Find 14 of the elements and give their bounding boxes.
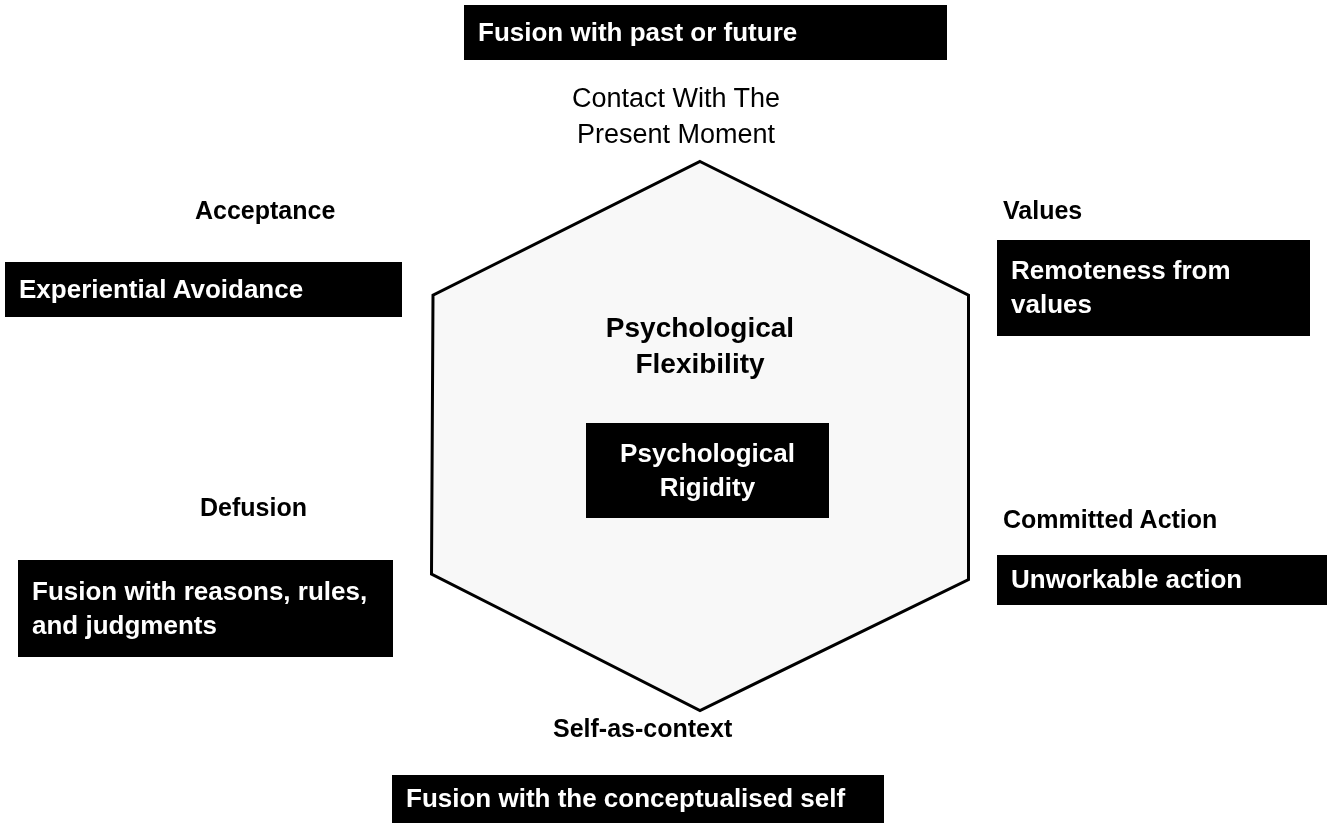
label-box: Remoteness from values — [997, 240, 1310, 336]
process-label: Committed Action — [1003, 504, 1218, 535]
process-label: Contact With The Present Moment — [570, 82, 782, 152]
center-heading: Psychological Flexibility — [604, 311, 796, 382]
label-box: Psychological Rigidity — [586, 423, 829, 518]
label-box: Unworkable action — [997, 555, 1327, 605]
label-box: Fusion with reasons, rules, and judgments — [18, 560, 393, 657]
process-label: Values — [1003, 195, 1083, 226]
process-label: Acceptance — [195, 195, 336, 226]
label-box: Fusion with past or future — [464, 5, 947, 60]
process-label: Self-as-context — [553, 713, 733, 744]
process-label: Defusion — [200, 492, 307, 523]
label-box: Experiential Avoidance — [5, 262, 402, 317]
label-box: Fusion with the conceptualised self — [392, 775, 884, 823]
